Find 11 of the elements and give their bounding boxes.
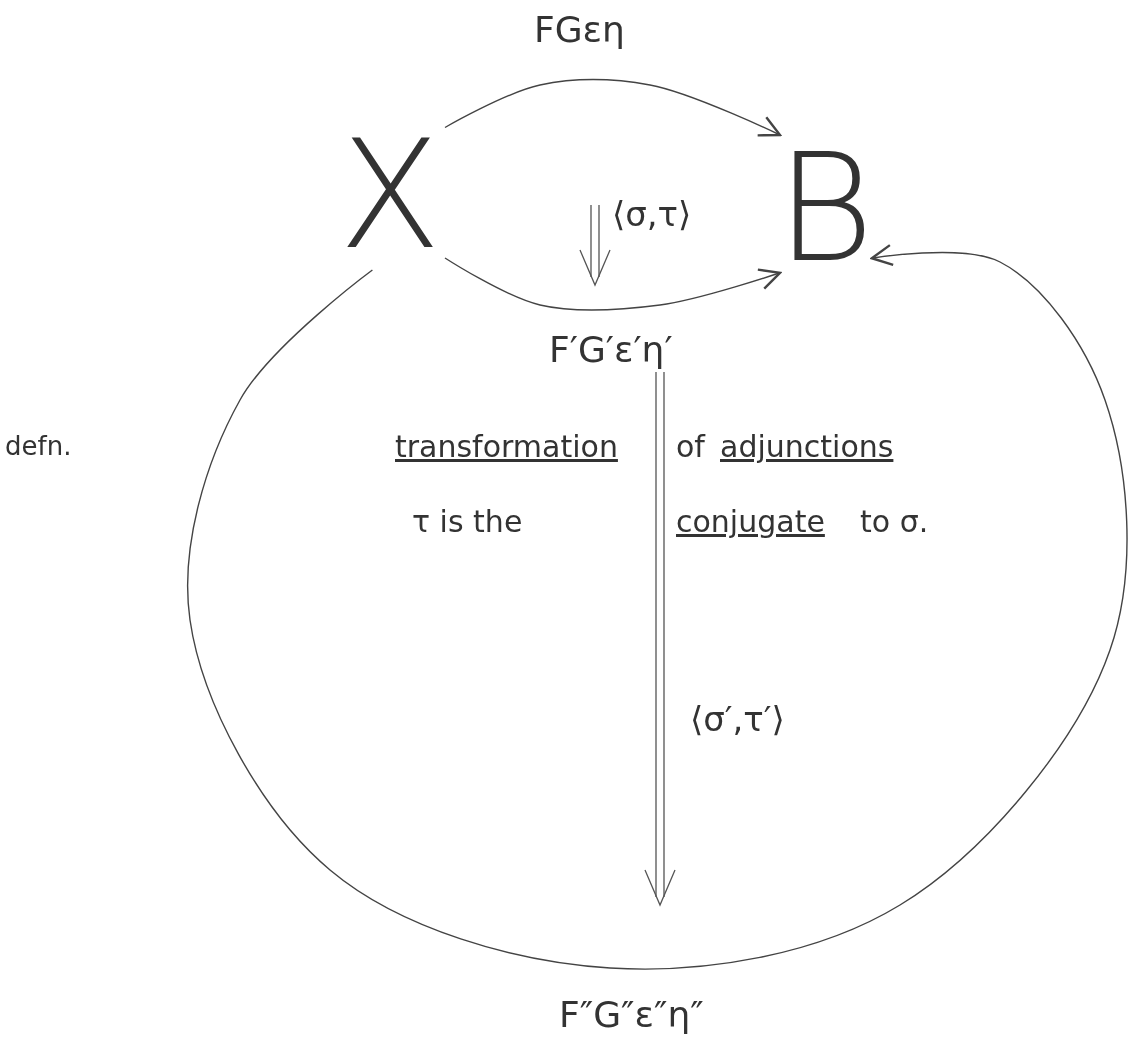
phrase-text: τ is the: [412, 505, 523, 540]
arrow: [187, 244, 1128, 970]
phrase-text: adjunctions: [720, 430, 894, 465]
phrase-text: of: [676, 430, 705, 465]
phrase-text: conjugate: [676, 505, 825, 540]
phrase-text: to σ.: [860, 505, 929, 540]
arrow: [444, 257, 782, 311]
object-label: X: [338, 120, 442, 270]
phrase-text: transformation: [395, 430, 618, 465]
arrow: [444, 78, 782, 137]
object-label: B: [775, 132, 875, 283]
